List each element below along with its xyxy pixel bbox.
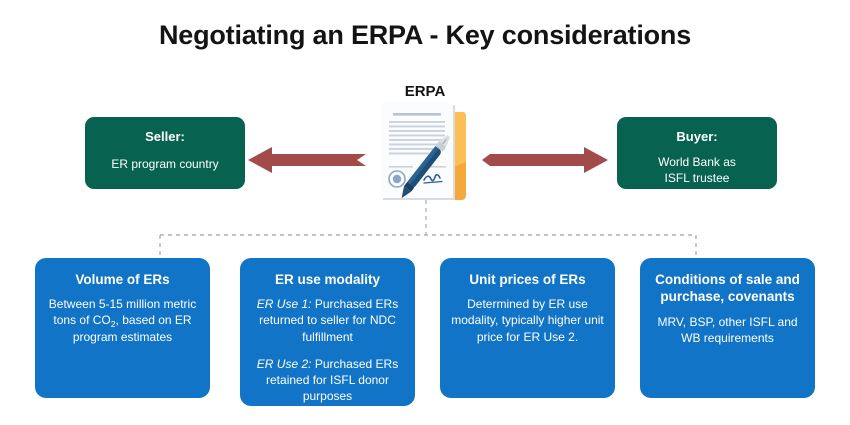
er-use-1-text: Purchased ERs returned to seller for NDC… <box>259 297 399 344</box>
arrow-to-seller-icon <box>248 147 366 173</box>
dashed-connector-lines <box>159 200 697 260</box>
consideration-card-modality: ER use modality ER Use 1: Purchased ERs … <box>240 258 415 406</box>
buyer-subtitle-line2: ISFL trustee <box>664 170 730 185</box>
er-use-2-lead: ER Use 2: <box>256 356 312 371</box>
seller-title: Seller: <box>145 129 185 144</box>
co2-subscript: 2 <box>110 319 116 330</box>
consideration-title: Volume of ERs <box>75 272 170 287</box>
er-use-2-text: Purchased ERs retained for ISFL donor pu… <box>266 356 399 404</box>
arrow-to-buyer-icon <box>482 147 608 173</box>
signed-contract-document-with-pen-icon <box>381 103 466 200</box>
er-use-1-lead: ER Use 1: <box>256 297 312 312</box>
consideration-body: ER Use 2: Purchased ERs retained for ISF… <box>251 356 404 405</box>
consideration-body: MRV, BSP, other ISFL and WB requirements <box>657 314 798 345</box>
seller-subtitle: ER program country <box>111 156 219 171</box>
seller-box: Seller: ER program country <box>85 117 245 189</box>
buyer-subtitle-line1: World Bank as <box>658 154 736 169</box>
page-title: Negotiating an ERPA - Key considerations <box>158 20 692 50</box>
consideration-card-prices: Unit prices of ERs Determined by ER use … <box>440 258 615 398</box>
buyer-title: Buyer: <box>676 129 718 144</box>
consideration-title: Conditions of sale and purchase, covenan… <box>655 272 800 305</box>
consideration-card-conditions: Conditions of sale and purchase, covenan… <box>640 258 815 398</box>
consideration-body: Determined by ER use modality, typically… <box>451 297 604 344</box>
consideration-body: ER Use 1: Purchased ERs returned to sell… <box>251 296 404 345</box>
consideration-title: Unit prices of ERs <box>469 272 586 287</box>
consideration-body: Between 5-15 million metric tons of CO2,… <box>48 297 197 344</box>
buyer-subtitle: World Bank as ISFL trustee <box>627 155 767 187</box>
consideration-card-volume: Volume of ERs Between 5-15 million metri… <box>35 258 210 398</box>
consideration-title: ER use modality <box>274 272 381 287</box>
erpa-label: ERPA <box>404 83 446 100</box>
buyer-box: Buyer: World Bank as ISFL trustee <box>617 117 777 189</box>
